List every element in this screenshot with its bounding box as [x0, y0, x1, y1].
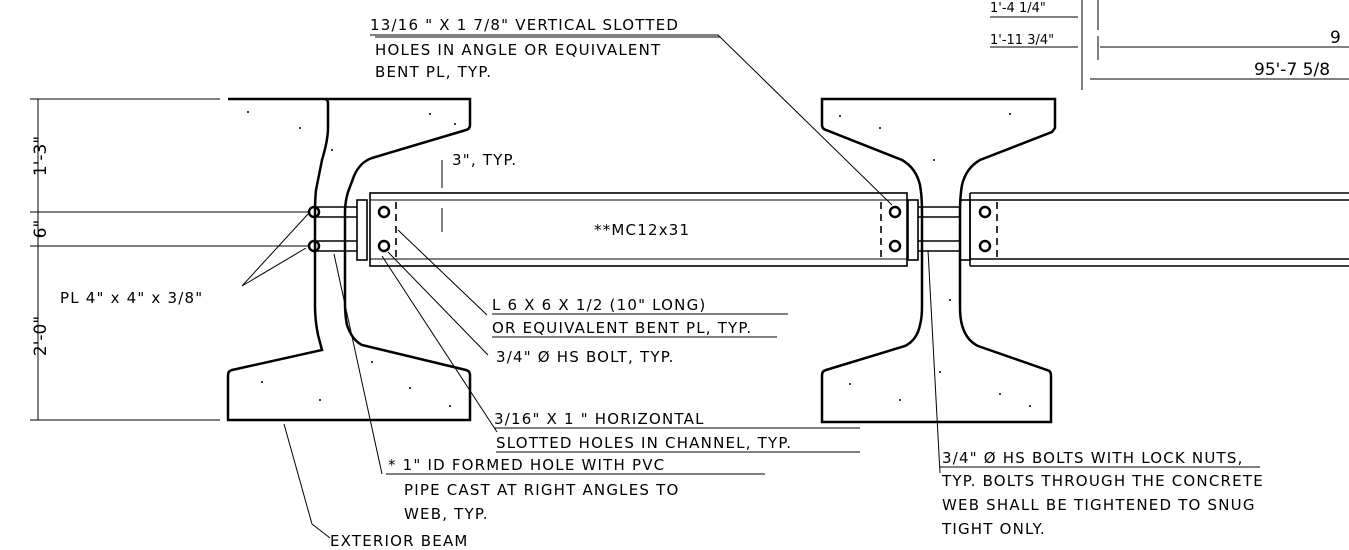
note-3-typ: 3", TYP.: [452, 151, 517, 169]
channel-label: **MC12x31: [594, 221, 690, 239]
dim-1-3: 1'-3": [31, 136, 51, 176]
left-exterior-beam: [226, 97, 472, 422]
note-labels: 13/16 " X 1 7/8" VERTICAL SLOTTED HOLES …: [60, 16, 1264, 550]
note-exterior-beam: EXTERIOR BEAM: [330, 532, 469, 550]
note-underlines: [311, 36, 1260, 539]
connection-angles: [356, 199, 998, 261]
note-pvc-2: PIPE CAST AT RIGHT ANGLES TO: [404, 481, 679, 499]
note-slotted-3: BENT PL, TYP.: [375, 63, 492, 81]
note-slotted-2: HOLES IN ANGLE OR EQUIVALENT: [375, 41, 661, 59]
channel-mc12x31: [369, 192, 1349, 267]
dim-1-11-3-4: 1'-11 3/4": [990, 33, 1054, 48]
dim-2-0: 2'-0": [31, 316, 51, 356]
left-dimensions: 1'-3" 6" 2'-0": [30, 98, 310, 421]
right-interior-beam: [820, 97, 1057, 424]
dim-9: 9: [1330, 28, 1341, 48]
note-pvc-1: * 1" ID FORMED HOLE WITH PVC: [388, 456, 665, 474]
note-slotted-1: 13/16 " X 1 7/8" VERTICAL SLOTTED: [370, 16, 679, 34]
top-right-dimensions: 1'-4 1/4" 1'-11 3/4" 9 95'-7 5/8: [990, 0, 1349, 90]
leader-lines: [241, 34, 941, 525]
note-horizontal-slot-1: 3/16" X 1 " HORIZONTAL: [494, 410, 705, 428]
note-pvc-3: WEB, TYP.: [404, 505, 489, 523]
concrete-stipple: [247, 111, 1031, 407]
note-lock-nuts-4: TIGHT ONLY.: [941, 520, 1046, 538]
note-angle-1: L 6 X 6 X 1/2 (10" LONG): [492, 296, 706, 314]
note-lock-nuts-3: WEB SHALL BE TIGHTENED TO SNUG: [942, 496, 1256, 514]
note-lock-nuts-2: TYP. BOLTS THROUGH THE CONCRETE: [941, 472, 1264, 490]
dim-6: 6": [31, 220, 51, 239]
note-horizontal-slot-2: SLOTTED HOLES IN CHANNEL, TYP.: [496, 434, 792, 452]
dim-1-4-1-4: 1'-4 1/4": [990, 1, 1046, 16]
note-lock-nuts-1: 3/4" Ø HS BOLTS WITH LOCK NUTS,: [942, 449, 1244, 467]
dim-95-7-5-8: 95'-7 5/8: [1254, 60, 1330, 80]
note-plate: PL 4" x 4" x 3/8": [60, 289, 203, 307]
note-bolt: 3/4" Ø HS BOLT, TYP.: [496, 348, 675, 366]
note-angle-2: OR EQUIVALENT BENT PL, TYP.: [492, 319, 752, 337]
